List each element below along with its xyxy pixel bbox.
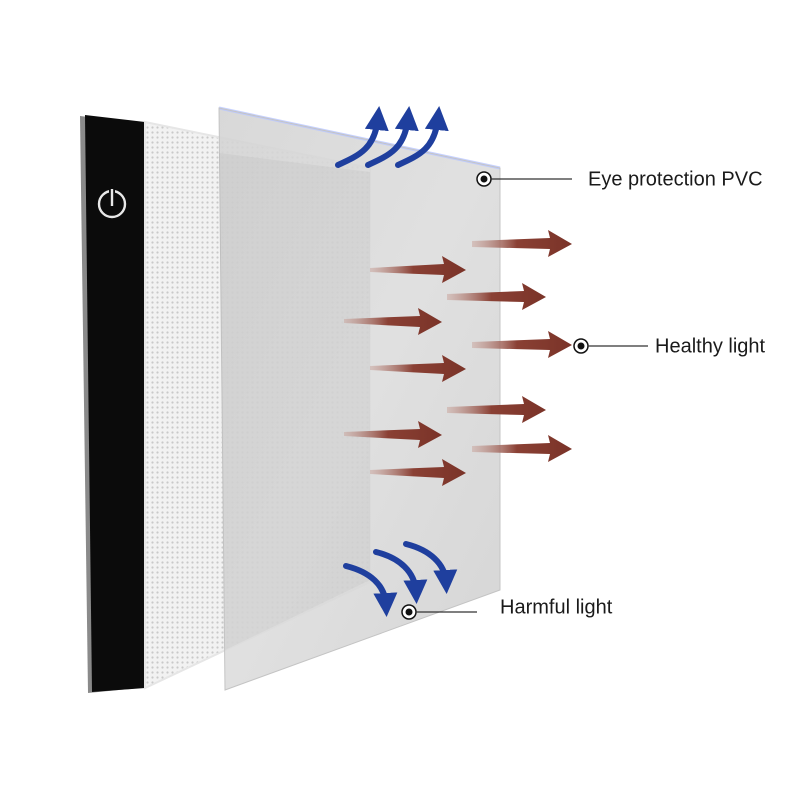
- pad-bezel: [85, 115, 145, 692]
- blue-arrows-top: [335, 106, 449, 168]
- healthy-arrow-7: [447, 396, 546, 423]
- healthy-arrow-8: [344, 421, 442, 448]
- callout-harmful-light: Harmful light: [401, 596, 613, 620]
- blue-arrow-top-3: [395, 106, 449, 168]
- blue-arrow-top-2: [365, 106, 419, 168]
- healthy-arrow-4: [344, 308, 442, 335]
- healthy-light-label: Healthy light: [655, 335, 766, 357]
- healthy-light-arrows: [344, 230, 572, 486]
- blue-arrow-top-1: [335, 106, 389, 168]
- blue-arrow-bottom-1: [343, 563, 398, 617]
- callout-healthy-light: Healthy light: [573, 335, 766, 357]
- blue-arrows-bottom: [343, 541, 458, 617]
- healthy-arrow-3: [447, 283, 546, 310]
- pad-under-pvc-shade: [219, 153, 370, 650]
- blue-arrow-bottom-2: [373, 549, 428, 604]
- power-icon: [97, 187, 127, 219]
- healthy-arrow-9: [472, 435, 572, 462]
- healthy-arrow-2: [370, 256, 466, 283]
- healthy-arrow-1: [472, 230, 572, 257]
- healthy-arrow-10: [370, 459, 466, 486]
- healthy-arrow-6: [370, 355, 466, 382]
- eye-protection-pvc-sheet: [218, 106, 501, 691]
- blue-arrow-bottom-3: [403, 541, 458, 594]
- eye-protection-label: Eye protection PVC: [588, 168, 763, 190]
- harmful-light-label: Harmful light: [500, 596, 613, 618]
- healthy-arrow-5: [472, 331, 572, 358]
- callout-eye-protection: Eye protection PVC: [476, 168, 763, 190]
